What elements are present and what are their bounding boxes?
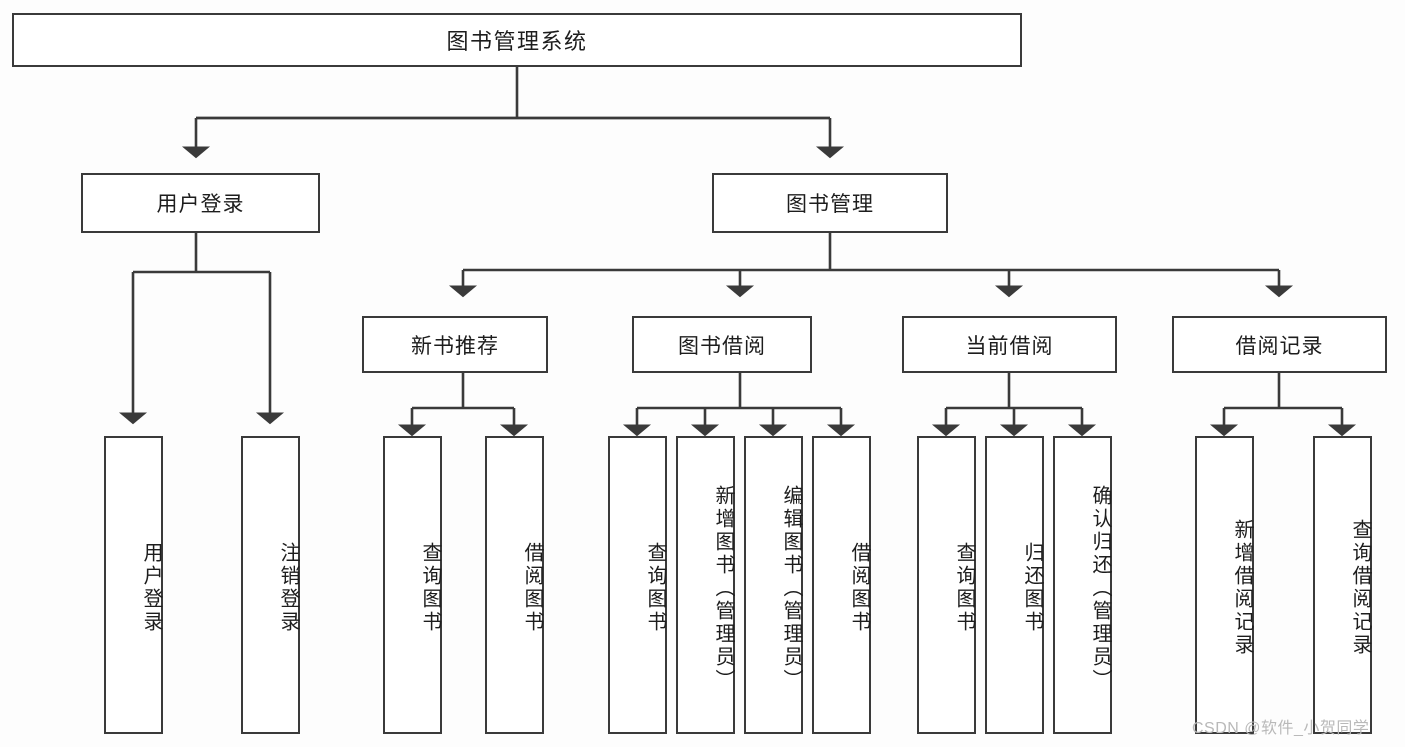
leaf-user-login-label: 用户登录 xyxy=(140,542,162,634)
node-borrow-record[interactable]: 借阅记录 xyxy=(1172,316,1387,373)
node-user-login-label: 用户登录 xyxy=(156,193,245,216)
leaf-confirm-return[interactable]: 确认归还（管理员） xyxy=(1053,436,1112,734)
leaf-borrow-book-2-label: 借阅图书 xyxy=(848,542,870,634)
leaf-add-book[interactable]: 新增图书（管理员） xyxy=(676,436,735,734)
node-root-label: 图书管理系统 xyxy=(446,29,588,54)
node-new-book-recommend-label: 新书推荐 xyxy=(411,334,499,358)
leaf-query-book-1-label: 查询图书 xyxy=(419,542,441,634)
leaf-query-record-label: 查询借阅记录 xyxy=(1349,519,1371,657)
leaf-borrow-book-1[interactable]: 借阅图书 xyxy=(485,436,544,734)
node-current-borrow-label: 当前借阅 xyxy=(965,334,1054,358)
leaf-logout[interactable]: 注销登录 xyxy=(241,436,300,734)
node-borrow-record-label: 借阅记录 xyxy=(1235,334,1324,358)
node-book-manage-label: 图书管理 xyxy=(786,193,874,216)
leaf-add-record-label: 新增借阅记录 xyxy=(1231,519,1253,657)
node-user-login[interactable]: 用户登录 xyxy=(81,173,320,233)
leaf-return-book-label: 归还图书 xyxy=(1021,542,1043,634)
watermark: CSDN @软件_小贺同学 xyxy=(1192,720,1370,737)
leaf-query-book-2[interactable]: 查询图书 xyxy=(608,436,667,734)
leaf-user-login[interactable]: 用户登录 xyxy=(104,436,163,734)
node-current-borrow[interactable]: 当前借阅 xyxy=(902,316,1117,373)
node-book-borrow-label: 图书借阅 xyxy=(678,334,766,358)
leaf-edit-book-label: 编辑图书（管理员） xyxy=(780,484,802,692)
leaf-logout-label: 注销登录 xyxy=(277,542,299,634)
node-new-book-recommend[interactable]: 新书推荐 xyxy=(362,316,548,373)
leaf-query-book-3-label: 查询图书 xyxy=(953,542,975,634)
leaf-add-book-label: 新增图书（管理员） xyxy=(712,484,734,692)
leaf-query-book-3[interactable]: 查询图书 xyxy=(917,436,976,734)
node-root[interactable]: 图书管理系统 xyxy=(12,13,1022,67)
leaf-query-book-2-label: 查询图书 xyxy=(644,542,666,634)
leaf-query-record[interactable]: 查询借阅记录 xyxy=(1313,436,1372,734)
node-book-borrow[interactable]: 图书借阅 xyxy=(632,316,812,373)
leaf-edit-book[interactable]: 编辑图书（管理员） xyxy=(744,436,803,734)
node-book-manage[interactable]: 图书管理 xyxy=(712,173,948,233)
leaf-borrow-book-2[interactable]: 借阅图书 xyxy=(812,436,871,734)
leaf-add-record[interactable]: 新增借阅记录 xyxy=(1195,436,1254,734)
leaf-query-book-1[interactable]: 查询图书 xyxy=(383,436,442,734)
leaf-confirm-return-label: 确认归还（管理员） xyxy=(1089,484,1111,692)
leaf-borrow-book-1-label: 借阅图书 xyxy=(521,542,543,634)
leaf-return-book[interactable]: 归还图书 xyxy=(985,436,1044,734)
